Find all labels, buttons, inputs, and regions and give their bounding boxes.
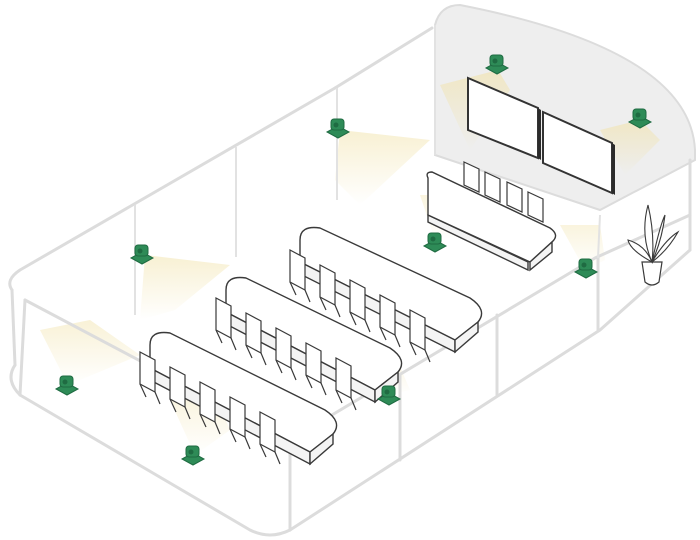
table-chairs bbox=[139, 351, 281, 465]
camera-icon bbox=[573, 258, 599, 279]
table-chairs bbox=[289, 249, 431, 363]
camera-icon bbox=[129, 244, 155, 265]
camera-icon bbox=[325, 118, 351, 139]
camera-icon bbox=[627, 108, 653, 129]
camera-icon bbox=[484, 54, 510, 75]
presenter-desk bbox=[426, 171, 557, 272]
display-screen bbox=[542, 110, 615, 195]
camera-icon bbox=[422, 232, 448, 253]
cameras-group bbox=[54, 54, 653, 466]
table-chairs bbox=[215, 297, 357, 411]
camera-icon bbox=[376, 385, 402, 406]
presenter-chairs bbox=[463, 161, 544, 223]
camera-icon bbox=[54, 375, 80, 396]
display-screen bbox=[467, 76, 541, 160]
camera-icon bbox=[180, 445, 206, 466]
plant-icon bbox=[627, 204, 680, 286]
